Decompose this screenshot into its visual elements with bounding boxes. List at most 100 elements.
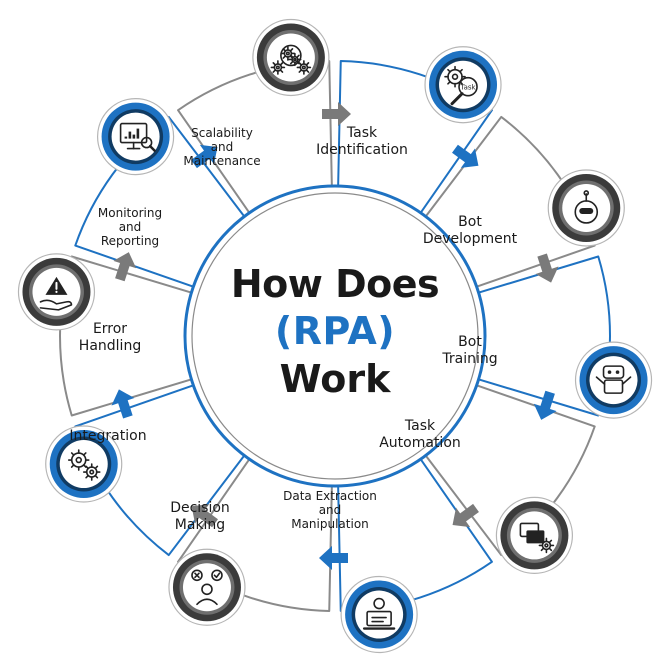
gear-tooth [305, 62, 310, 66]
open-hand [39, 299, 73, 311]
title-line-1: How Does [230, 262, 440, 306]
robot-visor [579, 207, 594, 214]
flow-arrow [113, 252, 137, 282]
arrows-layer [111, 102, 559, 570]
laptop-screen [366, 610, 392, 627]
hand-warning-icon [39, 276, 73, 311]
gear-tooth [305, 69, 310, 73]
monitor-chart-icon [119, 122, 156, 152]
gear-hub [285, 51, 290, 56]
flow-arrow [322, 102, 351, 126]
step-label-line: Monitoring [97, 206, 163, 220]
gear-tooth [85, 474, 90, 479]
gear-tooth [94, 465, 99, 470]
gear-tooth [540, 547, 545, 552]
icon-badge-bot-training [574, 341, 653, 419]
step-label-line: Task [404, 418, 436, 434]
icon-badge-scalability-maintenance [252, 18, 330, 97]
icon-badge-data-extraction [340, 575, 418, 654]
head-gears-icon [270, 44, 312, 75]
step-label-line: Bot [458, 334, 482, 350]
step-label-line: Scalability [191, 126, 253, 140]
gear-hub [293, 57, 297, 62]
arrow-head [111, 389, 135, 419]
robot-arm [595, 376, 606, 385]
gear-tooth [289, 48, 294, 52]
gear-hub [451, 73, 459, 80]
gear-hub [89, 469, 95, 475]
gear-tooth [282, 48, 287, 52]
gear-tooth [296, 54, 300, 59]
magnifier-lens [458, 76, 478, 97]
person-head [201, 583, 213, 596]
gear-tooth [459, 68, 463, 73]
magnifier-handle [450, 92, 464, 106]
warning-dot [55, 290, 58, 293]
icon-badge-task-automation [495, 496, 574, 575]
arrow-head [535, 253, 559, 283]
gear-tooth [289, 54, 294, 59]
step-label-line: Maintenance [183, 154, 261, 169]
flow-arrow [452, 503, 479, 528]
icon-badge-task-identification: Task [424, 46, 502, 124]
gear-tooth [447, 80, 451, 85]
chart-bar [136, 128, 140, 139]
gear-tooth [289, 60, 294, 65]
arrow-head [533, 390, 557, 420]
check-mark [213, 572, 221, 579]
chart-bar [124, 136, 128, 139]
icons-layer: Task [17, 18, 653, 654]
title-line-2: (RPA) [274, 309, 396, 353]
gear-hub [544, 543, 549, 548]
step-label-line: Decision [170, 500, 230, 516]
robot-eye [615, 370, 620, 374]
step-label-line: Automation [379, 434, 461, 451]
step-label-line: Handling [78, 337, 142, 354]
choice-x-circle [191, 569, 203, 582]
step-label-line: Manipulation [291, 517, 369, 532]
chart-bar [132, 134, 136, 139]
gear-tooth [70, 464, 75, 468]
gear-hub [301, 65, 306, 70]
gear-tooth [85, 465, 90, 470]
flow-arrow [319, 546, 348, 570]
gear-tooth [298, 62, 303, 66]
gear-tooth [272, 62, 277, 66]
gear-tooth [272, 69, 277, 73]
arrow-head [319, 546, 348, 570]
robot-icon [595, 365, 632, 394]
gear-search-icon: Task [444, 65, 478, 106]
step-label-line: and [318, 503, 342, 518]
head-outline [280, 44, 302, 67]
gear-tooth [540, 539, 545, 544]
robot-body [603, 379, 624, 394]
robot-head [373, 597, 385, 610]
flow-arrow [191, 144, 218, 169]
flow-arrow [533, 390, 557, 420]
icon-badge-decision-making [168, 548, 246, 626]
badge-face [439, 60, 488, 109]
step-label-integration: Integration [48, 428, 168, 445]
icon-badge-error-handling [17, 253, 96, 331]
gear-tooth [70, 452, 75, 456]
arrow-head [191, 144, 218, 169]
choice-check-circle [211, 569, 223, 582]
magnifier-handle [148, 144, 156, 152]
badge-face [182, 563, 231, 612]
center-layer [183, 184, 487, 488]
robot-arm [621, 376, 632, 385]
icon-badge-bot-development [547, 169, 625, 247]
gear-tooth [82, 452, 87, 456]
arrow-head [191, 504, 218, 528]
step-label-line: Identification [316, 141, 408, 158]
step-label-line: Development [422, 230, 518, 247]
arrow-head [113, 252, 137, 282]
step-label-line: Task [346, 125, 378, 141]
